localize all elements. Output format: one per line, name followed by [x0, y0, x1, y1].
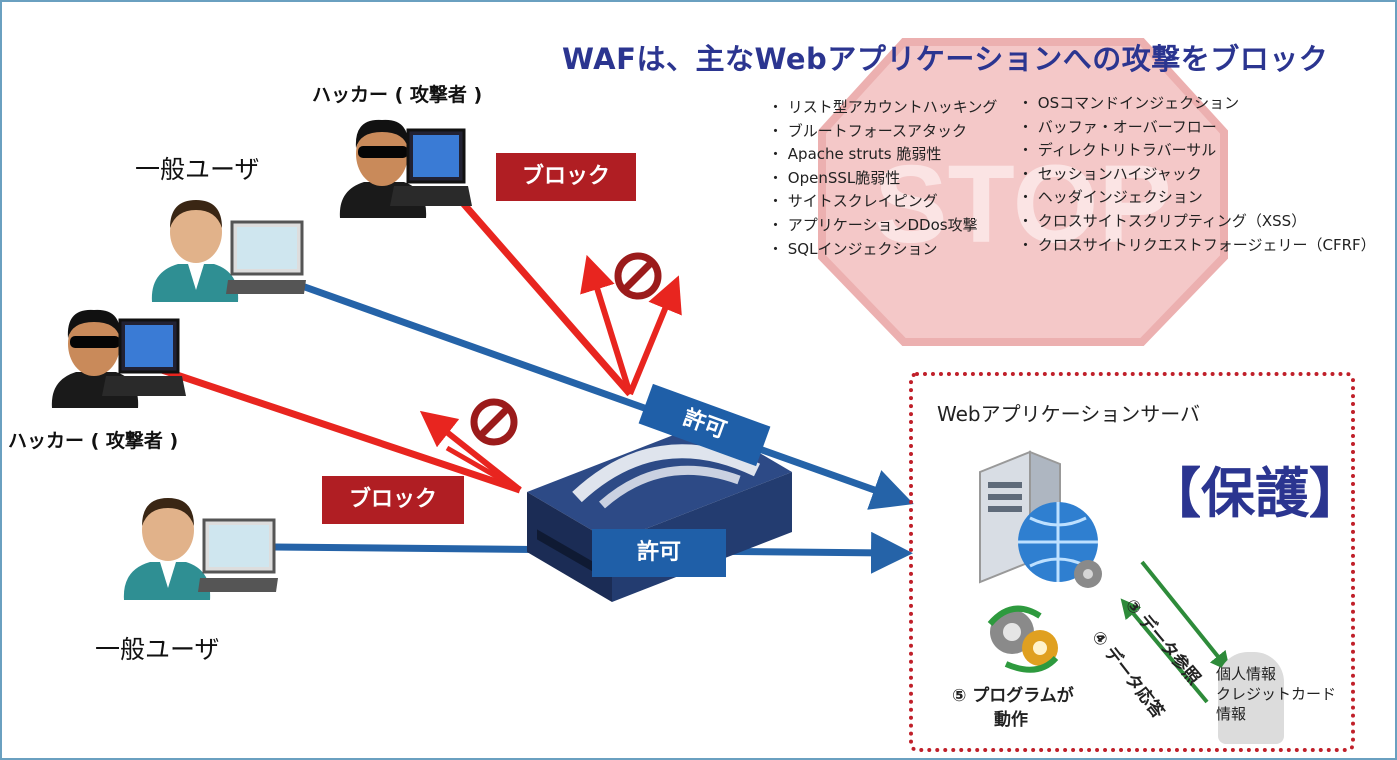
attack-list-right: OSコマンドインジェクション バッファ・オーバーフロー ディレクトリトラバーサル…: [1018, 92, 1376, 257]
personal-info-line: クレジットカード: [1216, 685, 1337, 703]
bounce-arrow-up-2: [627, 275, 682, 396]
user-bottom-label: 一般ユーザ: [95, 635, 220, 664]
prohibited-icon: [470, 398, 518, 446]
hacker-left-attack-line: [160, 366, 522, 494]
attack-list-item: OpenSSL脆弱性: [768, 167, 997, 191]
server-title: Webアプリケーションサーバ: [937, 402, 1201, 426]
attack-list-item: ヘッダインジェクション: [1018, 186, 1376, 210]
attack-list-item: ブルートフォースアタック: [768, 120, 997, 144]
program-gears-icon: [987, 605, 1059, 673]
user-computer-icon: [151, 200, 306, 302]
diagram-title: WAFは、主なWebアプリケーションへの攻撃をブロック: [562, 42, 1329, 76]
attack-list-left: リスト型アカウントハッキング ブルートフォースアタック Apache strut…: [768, 96, 998, 262]
bounce-arrow-up-1: [580, 254, 633, 395]
block-badge-left: ブロック: [322, 476, 464, 524]
program-label-line2: 動作: [994, 710, 1028, 730]
hacker-top-attack-line: [459, 199, 633, 397]
personal-info-line: 情報: [1216, 705, 1247, 723]
protect-label: 【保護】: [1147, 462, 1363, 525]
user-top-permit-line: [300, 282, 914, 510]
bounce-arrow-left-1: [419, 410, 522, 493]
attack-list-item: SQLインジェクション: [768, 238, 997, 262]
personal-info-label: 個人情報 クレジットカード 情報: [1216, 664, 1336, 724]
bounce-arrow-left-2: [445, 445, 522, 493]
program-label-line1: ⑤ プログラムが: [952, 686, 1074, 706]
hacker-laptop-icon: [339, 119, 472, 218]
attack-list-item: ディレクトリトラバーサル: [1018, 139, 1376, 163]
attack-list-item: クロスサイトスクリプティング（XSS）: [1018, 210, 1376, 234]
attack-list-item: バッファ・オーバーフロー: [1018, 116, 1376, 140]
attack-list-item: クロスサイトリクエストフォージェリー（CFRF）: [1018, 234, 1376, 258]
user-top-label: 一般ユーザ: [135, 155, 260, 184]
prohibited-icon: [614, 252, 662, 300]
block-badge-top: ブロック: [496, 153, 636, 201]
permit-badge-bottom: 許可: [592, 529, 726, 577]
database-icon: [1218, 652, 1284, 744]
attack-list-item: リスト型アカウントハッキング: [768, 96, 998, 120]
attack-list-item: セッションハイジャック: [1018, 163, 1376, 187]
data-resp-arrow: [1120, 598, 1209, 704]
attack-list-item: アプリケーションDDos攻撃: [768, 214, 997, 238]
protected-server-box: [909, 372, 1355, 752]
user-computer-icon: [123, 498, 278, 600]
personal-info-line: 個人情報: [1216, 665, 1277, 683]
data-ref-arrow: [1140, 560, 1231, 672]
hacker-top-label: ハッカー ( 攻撃者 ): [312, 84, 483, 106]
attack-list-item: Apache struts 脆弱性: [768, 143, 997, 167]
hacker-laptop-icon: [51, 309, 186, 408]
attack-list-item: サイトスクレイピング: [768, 190, 997, 214]
hacker-left-label: ハッカー ( 攻撃者 ): [8, 430, 179, 452]
attack-list-item: OSコマンドインジェクション: [1018, 92, 1376, 116]
server-globe-icon: [979, 450, 1102, 588]
